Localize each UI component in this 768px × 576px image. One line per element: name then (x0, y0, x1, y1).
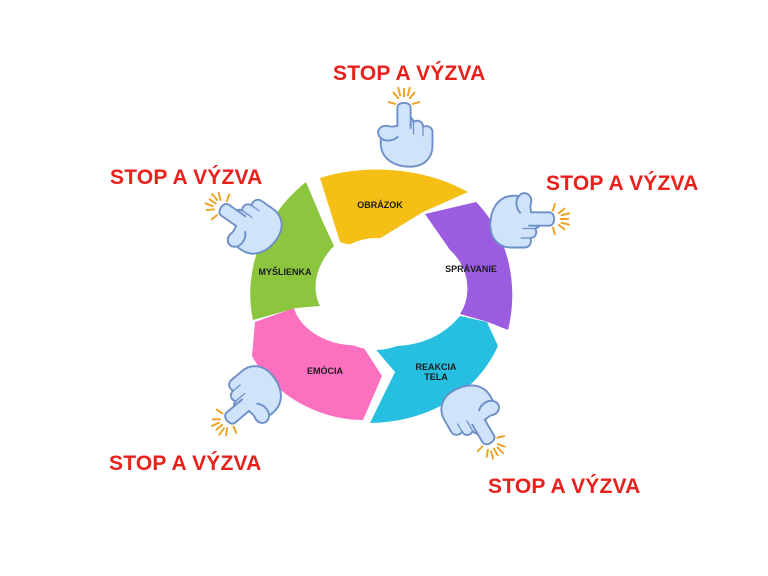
callout-label-bottom-right: STOP A VÝZVA (488, 475, 641, 498)
segment-obrazok (320, 169, 468, 245)
segment-reakcia (370, 316, 498, 423)
pointing-hand-icon (377, 86, 434, 168)
callout-label-bottom-left: STOP A VÝZVA (109, 452, 262, 475)
callout-label-top: STOP A VÝZVA (333, 62, 486, 85)
segment-label-spravanie: SPRÁVANIE (445, 264, 497, 274)
segment-spravanie (425, 202, 513, 330)
segment-label-reakcia-line1: REAKCIA (415, 362, 457, 372)
callout-label-left: STOP A VÝZVA (110, 166, 263, 189)
segment-label-emocia: EMÓCIA (307, 365, 344, 376)
segment-label-reakcia-line2: TELA (424, 372, 448, 382)
segment-emocia (252, 308, 382, 420)
cycle-center (320, 238, 432, 350)
segment-label-obrazok: OBRÁZOK (357, 200, 403, 210)
callout-label-right: STOP A VÝZVA (546, 172, 699, 195)
segment-myslienka (250, 182, 334, 320)
pointing-hand-icon (489, 192, 571, 249)
segment-label-myslienka: MYŠLIENKA (258, 266, 312, 277)
